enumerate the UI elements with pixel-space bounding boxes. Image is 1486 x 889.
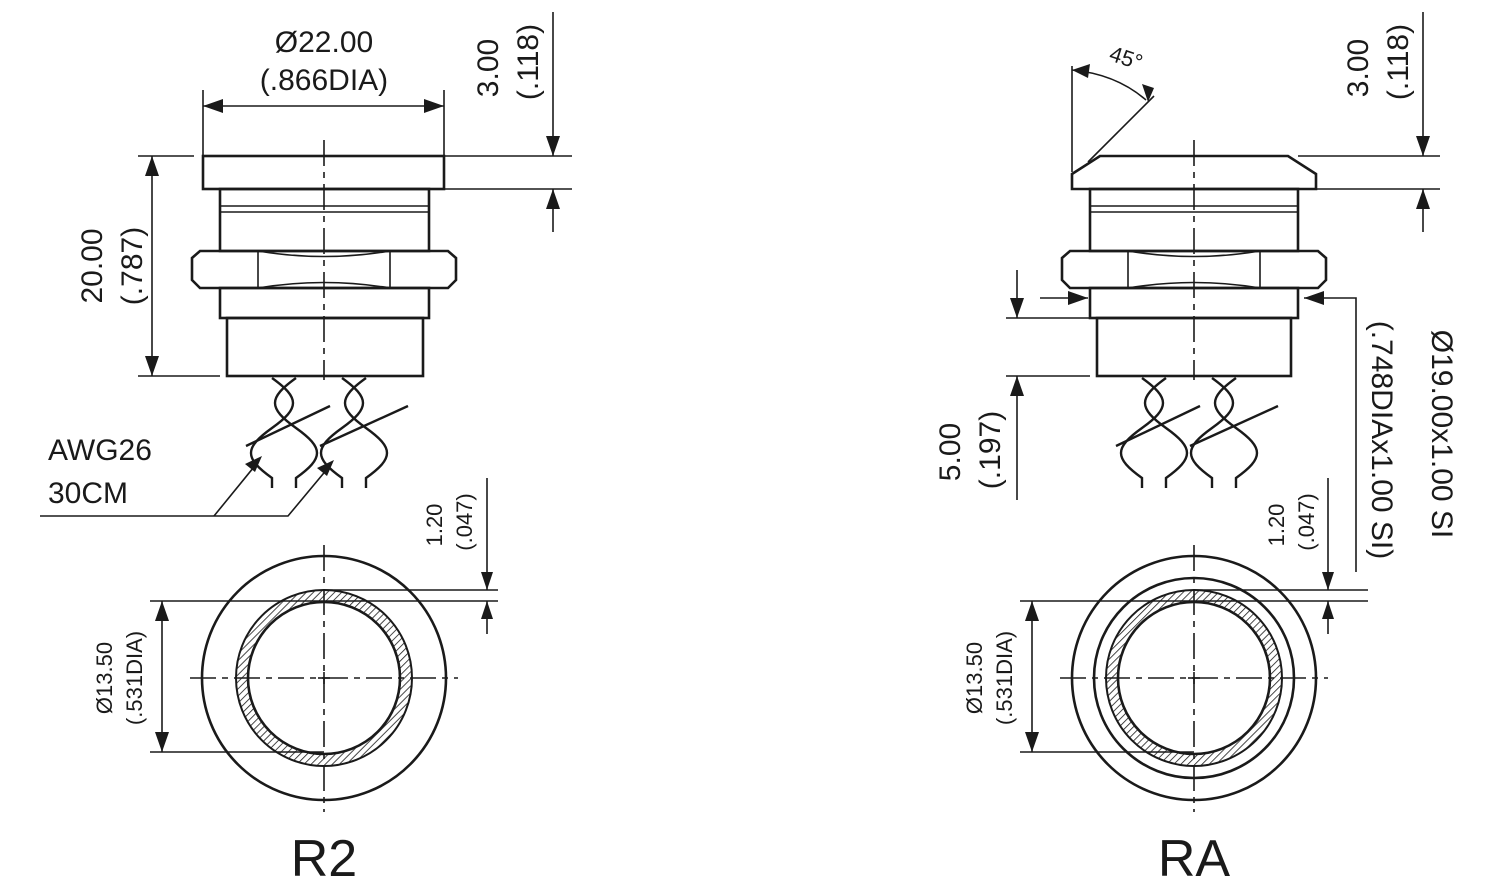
- ra-sleeve-height-mm: 5.00: [934, 423, 967, 481]
- r2-top-view: Ø13.50 (.531DIA) 1.20 (.047): [92, 478, 498, 812]
- ra-inner-dia-inch: (.531DIA): [992, 631, 1017, 725]
- r2-cap-dia-mm: Ø22.00: [275, 26, 373, 59]
- r2-cap-height-mm: 3.00: [472, 39, 505, 97]
- ra-view-name: RA: [1158, 830, 1231, 888]
- r2-sleeve: [225, 316, 425, 378]
- r2-cap-dia-inch: (.866DIA): [260, 64, 388, 97]
- ra-side-view: 45° 3.00 (.118) Ø19.00x1.00 SI (.748DIAx…: [934, 12, 1458, 572]
- r2-view-name: R2: [291, 830, 357, 888]
- ra-inner-dia-mm: Ø13.50: [962, 642, 987, 714]
- r2-body-height-mm: 20.00: [76, 228, 109, 303]
- ra-thread-inch: (.748DIAx1.00 SI): [1365, 321, 1398, 559]
- ra-thread-mm: Ø19.00x1.00 SI: [1425, 330, 1458, 538]
- ra-ring-wall-mm: 1.20: [1264, 504, 1289, 547]
- ra-top-view: Ø13.50 (.531DIA) 1.20 (.047): [962, 478, 1368, 812]
- ra-ring-wall-inch: (.047): [1294, 493, 1319, 550]
- r2-inner-dia-inch: (.531DIA): [122, 631, 147, 725]
- ra-cap-height-mm: 3.00: [1342, 39, 1375, 97]
- r2-ring-wall-inch: (.047): [452, 493, 477, 550]
- r2-inner-dia-mm: Ø13.50: [92, 642, 117, 714]
- r2-side-view: Ø22.00 (.866DIA) 3.00 (.118) 20.00 (.787…: [40, 12, 572, 517]
- r2-wire-gauge: AWG26: [48, 434, 152, 467]
- ra-hex-nut: [1060, 249, 1328, 290]
- ra-sleeve-height-inch: (.197): [974, 411, 1007, 489]
- r2-hex-nut: [190, 249, 458, 290]
- r2-ring-wall-mm: 1.20: [422, 504, 447, 547]
- ra-cap-height-inch: (.118): [1382, 24, 1415, 100]
- ra-wires: [1115, 377, 1279, 488]
- r2-body-height-inch: (.787): [116, 227, 149, 305]
- r2-wire-length: 30CM: [48, 477, 128, 510]
- ra-chamfer-angle: 45°: [1106, 41, 1145, 75]
- r2-cap-height-inch: (.118): [512, 24, 545, 100]
